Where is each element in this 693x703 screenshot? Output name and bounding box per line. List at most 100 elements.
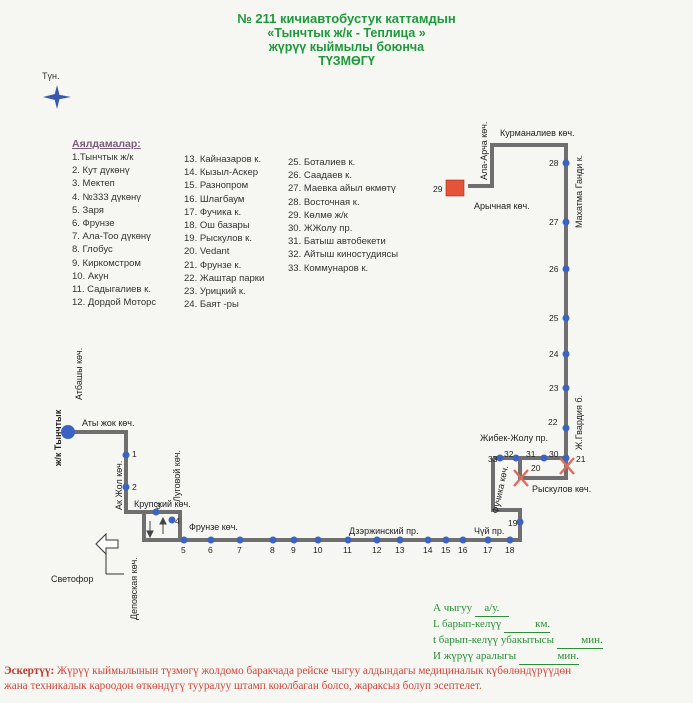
stop-label-15: 15 xyxy=(441,545,451,555)
footnote-text-1: Жүрүү кыймылынын түзмөгү жолдомо баракча… xyxy=(56,665,572,677)
form-label-time: t барып-келүү убакытысы xyxy=(433,634,554,646)
stop-33 xyxy=(496,454,504,462)
terminal-stop-29 xyxy=(445,179,465,197)
legend-item: 13. Кайназаров к. xyxy=(184,154,262,165)
stop-label-13: 13 xyxy=(395,545,405,555)
stop-22 xyxy=(562,424,570,432)
legend-item: 32. Айтыш киностудиясы xyxy=(288,249,399,261)
stop-label-2: 2 xyxy=(132,482,137,492)
street-aty-jok: Аты жок көч. xyxy=(82,418,135,428)
stop-label-17: 17 xyxy=(483,545,493,555)
form-line-interval: И жүрүү аралыгы мин. xyxy=(433,649,603,665)
stop-15 xyxy=(442,536,450,544)
stop-6 xyxy=(207,536,215,544)
legend-item: 21. Фрунзе к. xyxy=(184,259,242,271)
street-ak-jol: Ак Жол көч. xyxy=(114,461,124,510)
legend-item: 30. ЖЖолу пр. xyxy=(288,223,353,235)
legend-item: 2. Кут дүкөнү xyxy=(72,165,130,177)
stop-label-7: 7 xyxy=(237,545,242,555)
street-lugovoy: Луговой көч. xyxy=(172,450,182,502)
stop-label-5: 5 xyxy=(181,545,186,555)
stop-label-30: 30 xyxy=(549,449,559,459)
stop-label-14: 14 xyxy=(423,545,433,555)
title-line-2: «Тынчтык ж/к - Теплица » xyxy=(267,26,426,40)
stop-17 xyxy=(484,536,492,544)
legend-item: 16. Шлагбаум xyxy=(184,193,245,205)
legend-item: 20. Vedant xyxy=(184,246,230,258)
stop-31 xyxy=(540,454,548,462)
form-line-exit: А чыгуу а/у. xyxy=(433,601,603,617)
legend-item: 28. Восточная к. xyxy=(288,196,360,208)
stop-5 xyxy=(180,536,188,544)
stop-27 xyxy=(562,218,570,226)
legend-item: 29. Көлмө ж/к xyxy=(288,209,348,221)
compass-label: Түн. xyxy=(42,71,59,81)
street-gandi: Махатма Ганди к. xyxy=(574,155,584,228)
title-line-3: жүрүү кыймылы боюнча xyxy=(268,40,425,54)
stop-11 xyxy=(344,536,352,544)
form-label-distance: L барып-келүү xyxy=(433,618,502,630)
stop-23 xyxy=(562,384,570,392)
street-krupskiy: Крупский көч. xyxy=(134,499,191,509)
stop-8 xyxy=(269,536,277,544)
title-line-1: № 211 кичиавтобустук каттамдын xyxy=(237,11,456,26)
legend-item: 23. Урицкий к. xyxy=(184,286,246,298)
street-kurmanaliev: Курманалиев көч. xyxy=(500,128,575,138)
stop-3 xyxy=(152,508,160,516)
legend-item: 7. Ала-Тоо дүкөнү xyxy=(72,231,151,243)
street-ala-archa: Ала-Арча көч. xyxy=(479,122,489,180)
stop-label-10: 10 xyxy=(313,545,323,555)
stop-label-12: 12 xyxy=(372,545,382,555)
street-frunze: Фрунзе көч. xyxy=(189,522,238,532)
svetofor-arrow-icon xyxy=(95,532,124,575)
stop-25 xyxy=(562,314,570,322)
street-dzerjinskiy: Дзэржинский пр. xyxy=(349,526,419,536)
street-gvardiya: Ж.Гвардия б. xyxy=(574,395,584,450)
street-atbashy: Атбашы көч. xyxy=(74,348,84,400)
legend-item: 11. Садыгалиев к. xyxy=(72,284,151,296)
direction-arrows xyxy=(146,516,167,539)
title-line-4: ТҮЗМӨГҮ xyxy=(318,54,375,68)
legend-item: 10. Акун xyxy=(72,270,109,282)
legend-item: 22. Жаштар парки xyxy=(184,272,265,284)
legend-column-3: 25. Боталиев к.26. Саадаев к.27. Маевка … xyxy=(288,156,398,275)
legend-item: 18. Ош базары xyxy=(184,220,250,232)
stop-labels: 1 2 3 4 5 6 7 8 9 10 11 12 13 14 15 16 1… xyxy=(132,158,586,555)
stop-9 xyxy=(290,536,298,544)
footnote-text-2: жана техникалык кароодон өткөндүгү туура… xyxy=(4,680,482,692)
street-chuy: Чүй пр. xyxy=(474,526,504,536)
stop-label-8: 8 xyxy=(270,545,275,555)
form-line-distance: L барып-келүү км. xyxy=(433,617,603,633)
stop-7 xyxy=(236,536,244,544)
legend-item: 17. Фучика к. xyxy=(184,206,242,218)
form-unit-time: мин. xyxy=(556,633,603,649)
footnote: Эскертүү: Жүрүү кыймылынын түзмөгү жолдо… xyxy=(4,664,692,694)
street-arychnaya: Арычная көч. xyxy=(474,201,530,211)
stop-label-18: 18 xyxy=(505,545,515,555)
stop-label-32: 32 xyxy=(504,449,514,459)
legend-item: 12. Дордой Моторс xyxy=(72,297,157,309)
stop-12 xyxy=(373,536,381,544)
compass-icon xyxy=(43,85,71,109)
stop-4 xyxy=(168,516,176,524)
stop-18 xyxy=(506,536,514,544)
street-depovskaya: Деповская көч. xyxy=(129,557,139,620)
legend-item: 31. Батыш автобекети xyxy=(288,236,386,248)
street-zhibek-jolu: Жибек-Жолу пр. xyxy=(480,433,548,443)
stop-19 xyxy=(516,518,524,526)
form-label-exit: А чыгуу xyxy=(433,602,473,614)
stop-label-16: 16 xyxy=(458,545,468,555)
stops xyxy=(122,159,570,544)
stop-label-29: 29 xyxy=(433,184,443,194)
diagram-title: № 211 кичиавтобустук каттамдын «Тынчтык … xyxy=(0,11,693,69)
route-parameters-form: А чыгуу а/у. L барып-келүү км. t барып-к… xyxy=(433,601,603,665)
form-unit-interval: мин. xyxy=(518,649,579,665)
legend-item: 3. Мектеп xyxy=(72,178,115,190)
stop-16 xyxy=(459,536,467,544)
legend-item: 8. Глобус xyxy=(72,244,113,256)
legend-item: 19. Рыскулов к. xyxy=(184,233,252,245)
stop-label-23: 23 xyxy=(549,383,559,393)
form-line-time: t барып-келүү убакытысы мин. xyxy=(433,633,603,649)
